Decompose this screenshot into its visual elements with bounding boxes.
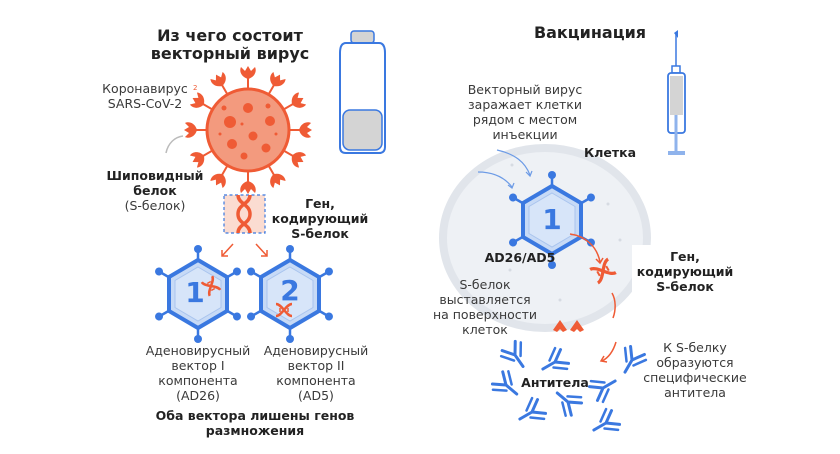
vector-1-label-line1: Аденовирусный — [145, 343, 251, 358]
cell-vector-hexagon — [506, 169, 598, 271]
antibody — [512, 394, 550, 431]
left-gene-label-line1: Ген, — [305, 196, 335, 211]
left-gene-label-line2: кодирующий — [271, 211, 369, 226]
vector-2-hexagon — [244, 243, 336, 345]
spike-pointer-line — [165, 135, 184, 154]
infects-label-line4: инъекции — [492, 127, 558, 142]
surface-label-line1: S-белок — [459, 277, 511, 292]
antibody — [497, 337, 535, 375]
vector-2-number: 2 — [280, 274, 300, 307]
coronavirus-label-line1: Коронавирус — [102, 81, 188, 96]
coronavirus-illustration — [183, 65, 313, 195]
cell-label: Клетка — [583, 145, 636, 160]
vector-1-label-line2: вектор I — [171, 358, 225, 373]
right-gene-label-line3: S-белок — [656, 279, 714, 294]
antibodies-form-label-line3: специфические — [643, 370, 747, 385]
svg-text:2: 2 — [193, 84, 197, 92]
vector-2-label-line3: компонента — [276, 373, 356, 388]
left-title-line1: Из чего состоит — [157, 26, 303, 45]
footer-line1: Оба вектора лишены генов — [155, 408, 355, 423]
surface-label-line3: на поверхности — [432, 307, 538, 322]
gene-box — [223, 194, 266, 234]
spike-label-line1: Шиповидный — [106, 168, 204, 183]
left-title-line2: векторный вирус — [150, 44, 310, 63]
surface-label-line4: клеток — [462, 322, 508, 337]
spike-label-line3: (S-белок) — [124, 198, 186, 213]
right-gene-label-line2: кодирующий — [636, 264, 734, 279]
vector-2-label-line2: вектор II — [287, 358, 345, 373]
left-gene-label-line3: S-белок — [291, 226, 349, 241]
vector-1-label-line3: компонента — [158, 373, 238, 388]
arrow-to-gene — [569, 233, 604, 265]
coronavirus-label-line2: SARS-CoV-2 — [107, 96, 183, 111]
antibody — [586, 405, 624, 442]
syringe-icon — [667, 30, 686, 155]
arrow-to-antibodies — [599, 341, 617, 363]
cell-vector-label: AD26/AD5 — [484, 250, 556, 265]
vial-icon — [339, 30, 386, 154]
infects-label-line1: Векторный вирус — [467, 82, 583, 97]
vector-2-label-line4: (AD5) — [298, 388, 334, 403]
right-title: Вакцинация — [533, 23, 647, 42]
vector-2-label-line1: Аденовирусный — [263, 343, 369, 358]
arrows-to-vectors — [221, 243, 268, 257]
vector-1-label-line4: (AD26) — [176, 388, 220, 403]
infection-arrows — [477, 149, 533, 189]
right-gene-label-line1: Ген, — [670, 249, 700, 264]
antibodies-label: Антитела — [521, 375, 589, 390]
infects-label-line2: заражает клетки — [468, 97, 582, 112]
spike-label-line2: белок — [133, 183, 177, 198]
antibodies-form-label-line1: К S-белку — [663, 340, 727, 355]
cell-vector-number: 1 — [542, 203, 562, 236]
surface-spike-proteins — [553, 320, 584, 332]
vector-1-hexagon — [152, 243, 244, 345]
footer-line2: размножения — [205, 423, 305, 438]
antibodies-form-label-line2: образуются — [656, 355, 734, 370]
infects-label-line3: рядом с местом — [472, 112, 578, 127]
surface-label-line2: выставляется — [439, 292, 531, 307]
arrow-down-line — [611, 292, 616, 319]
vector-1-number: 1 — [185, 276, 205, 309]
antibodies-form-label-line4: антитела — [664, 385, 726, 400]
